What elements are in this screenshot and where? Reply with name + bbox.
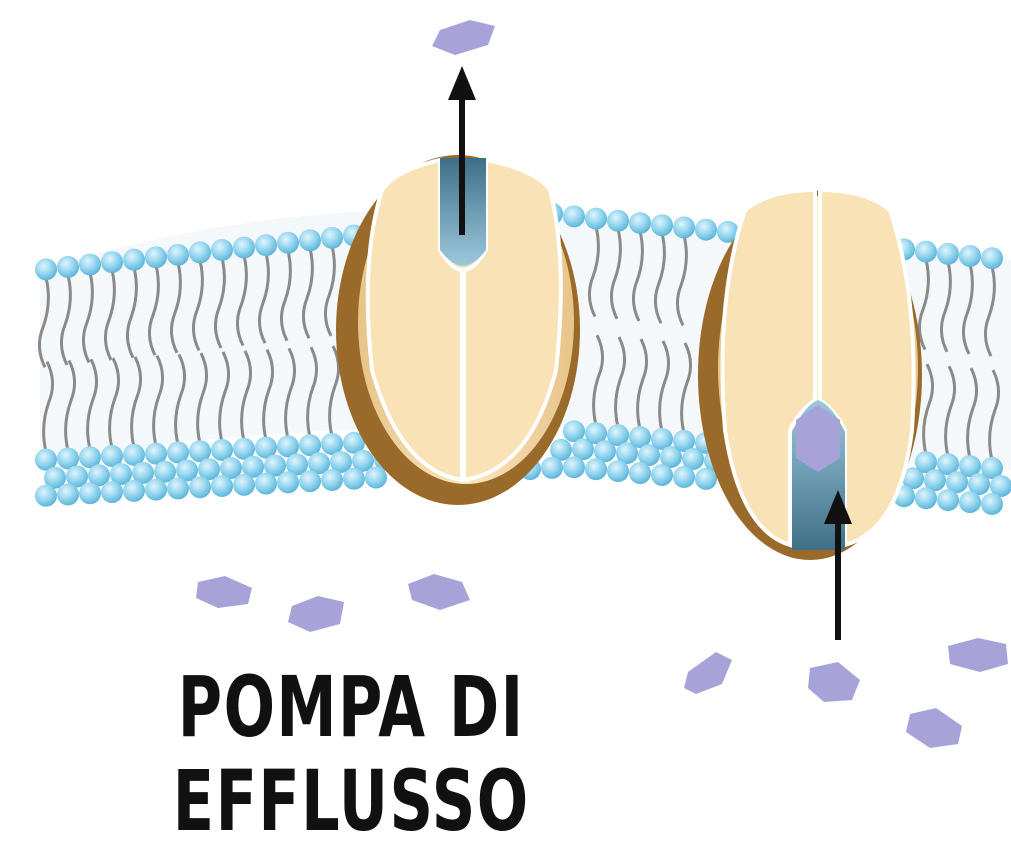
lipid-head bbox=[585, 458, 607, 480]
lipid-head bbox=[321, 469, 343, 491]
lipid-head bbox=[651, 464, 673, 486]
molecule bbox=[906, 708, 962, 748]
lipid-head bbox=[959, 245, 981, 267]
lipid-head bbox=[299, 470, 321, 492]
lipid-head bbox=[673, 216, 695, 238]
lipid-head bbox=[365, 467, 387, 489]
lipid-head bbox=[211, 239, 233, 261]
lipid-head bbox=[79, 482, 101, 504]
caption-line-2: EFFLUSSO bbox=[106, 754, 596, 848]
lipid-head bbox=[145, 246, 167, 268]
lipid-head bbox=[233, 237, 255, 259]
lipid-head bbox=[629, 462, 651, 484]
lipid-head bbox=[277, 471, 299, 493]
efflux-pump-open-inward bbox=[698, 190, 922, 560]
arrow-head-left bbox=[448, 66, 476, 100]
lipid-head bbox=[651, 214, 673, 236]
lipid-head bbox=[563, 456, 585, 478]
lipid-head bbox=[915, 487, 937, 509]
lipid-head bbox=[629, 212, 651, 234]
lipid-head bbox=[541, 457, 563, 479]
lipid-head bbox=[585, 208, 607, 230]
lipid-head bbox=[255, 234, 277, 256]
lipid-head bbox=[233, 474, 255, 496]
lipid-head bbox=[959, 491, 981, 513]
lipid-head bbox=[563, 205, 585, 227]
lipid-head bbox=[299, 229, 321, 251]
lipid-head bbox=[343, 468, 365, 490]
lipid-head bbox=[607, 210, 629, 232]
molecule bbox=[432, 20, 495, 55]
lipid-head bbox=[673, 466, 695, 488]
lipid-head bbox=[277, 232, 299, 254]
diagram-caption: POMPA DI EFFLUSSO bbox=[106, 660, 596, 848]
lipid-head bbox=[915, 241, 937, 263]
lipid-head bbox=[101, 251, 123, 273]
lipid-head bbox=[321, 227, 343, 249]
lipid-head bbox=[123, 249, 145, 271]
molecule bbox=[408, 574, 470, 610]
lipid-head bbox=[937, 489, 959, 511]
lipid-head bbox=[981, 247, 1003, 269]
lipid-head bbox=[255, 473, 277, 495]
efflux-pump-open-outward bbox=[336, 155, 580, 505]
lipid-head bbox=[695, 468, 717, 490]
molecule bbox=[288, 596, 344, 632]
lipid-head bbox=[607, 460, 629, 482]
lipid-head bbox=[211, 475, 233, 497]
lipid-head bbox=[189, 241, 211, 263]
lipid-head bbox=[937, 243, 959, 265]
lipid-head bbox=[57, 256, 79, 278]
molecule bbox=[196, 576, 252, 608]
lipid-head bbox=[167, 244, 189, 266]
lipid-head bbox=[167, 477, 189, 499]
lipid-head bbox=[101, 481, 123, 503]
lipid-head bbox=[695, 219, 717, 241]
caption-line-1: POMPA DI bbox=[106, 660, 596, 754]
lipid-head bbox=[57, 483, 79, 505]
lipid-head bbox=[35, 258, 57, 280]
molecule bbox=[948, 638, 1008, 672]
lipid-head bbox=[189, 476, 211, 498]
molecule bbox=[684, 652, 732, 694]
lipid-head bbox=[79, 254, 101, 276]
molecule bbox=[808, 662, 860, 702]
lipid-head bbox=[145, 479, 167, 501]
lipid-head bbox=[981, 493, 1003, 515]
lipid-head bbox=[123, 480, 145, 502]
lipid-head bbox=[35, 485, 57, 507]
